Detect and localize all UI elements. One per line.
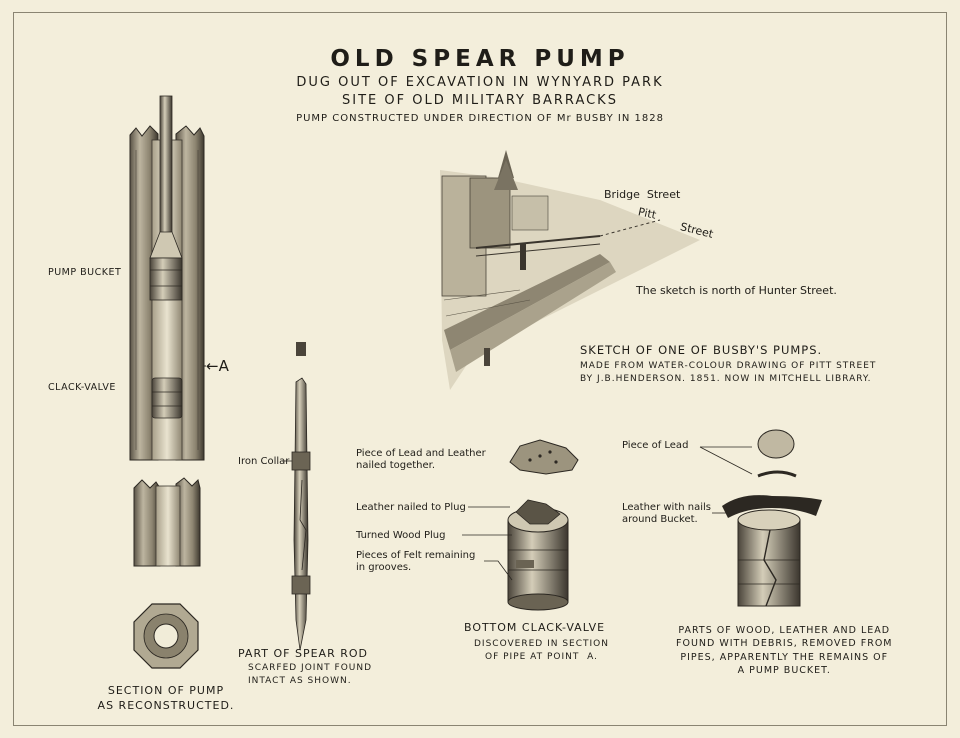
label-pump-bucket: PUMP BUCKET: [48, 267, 122, 278]
poster-border: [13, 12, 947, 726]
caption-bucket-remains: PARTS OF WOOD, LEATHER AND LEAD FOUND WI…: [676, 625, 893, 676]
caption-bottom-clack-valve: BOTTOM CLACK-VALVE: [464, 621, 606, 634]
label-pieces-of-felt: Pieces of Felt remaining in grooves.: [356, 550, 476, 573]
label-leather-with-nails: Leather with nails around Bucket.: [622, 502, 712, 525]
note-discovered-point-a: DISCOVERED IN SECTION OF PIPE AT POINT A…: [474, 639, 609, 662]
note-henderson-drawing: MADE FROM WATER-COLOUR DRAWING OF PITT S…: [580, 361, 877, 384]
label-lead-and-leather: Piece of Lead and Leather nailed togethe…: [356, 448, 486, 471]
subtitle-site: SITE OF OLD MILITARY BARRACKS: [342, 93, 618, 108]
pump-pipe-upper: [129, 95, 205, 461]
clack-valve-drawing: [507, 499, 569, 611]
leader-lines: [282, 446, 753, 581]
label-bridge-street: Bridge Street: [604, 188, 681, 201]
spear-rod-drawing: [291, 342, 311, 651]
pump-section-octagon: [133, 603, 199, 669]
bucket-remains-drawing: [722, 495, 822, 607]
lead-leather-piece: [509, 439, 579, 475]
label-point-a: ←A: [206, 357, 229, 375]
poster-title: OLD SPEAR PUMP: [330, 46, 630, 72]
label-clack-valve: CLACK-VALVE: [48, 382, 116, 393]
label-turned-wood-plug: Turned Wood Plug: [356, 530, 446, 541]
note-scarfed-joint: SCARFED JOINT FOUND INTACT AS SHOWN.: [248, 663, 373, 686]
lead-pieces: [757, 429, 797, 478]
subtitle-excavation: DUG OUT OF EXCAVATION IN WYNYARD PARK: [296, 75, 664, 90]
street-sketch: [440, 150, 700, 390]
subtitle-constructed: PUMP CONSTRUCTED UNDER DIRECTION OF Mr B…: [296, 113, 664, 124]
pump-pipe-lower: [133, 477, 201, 567]
caption-spear-rod: PART OF SPEAR ROD: [238, 647, 368, 660]
caption-section-of-pump: SECTION OF PUMP AS RECONSTRUCTED.: [97, 684, 235, 712]
caption-busby-sketch: SKETCH OF ONE OF BUSBY'S PUMPS.: [580, 343, 823, 357]
label-piece-of-lead: Piece of Lead: [622, 440, 689, 451]
label-iron-collar: Iron Collar: [238, 456, 290, 467]
note-hunter-street: The sketch is north of Hunter Street.: [636, 284, 837, 297]
label-leather-nailed-to-plug: Leather nailed to Plug: [356, 502, 466, 513]
